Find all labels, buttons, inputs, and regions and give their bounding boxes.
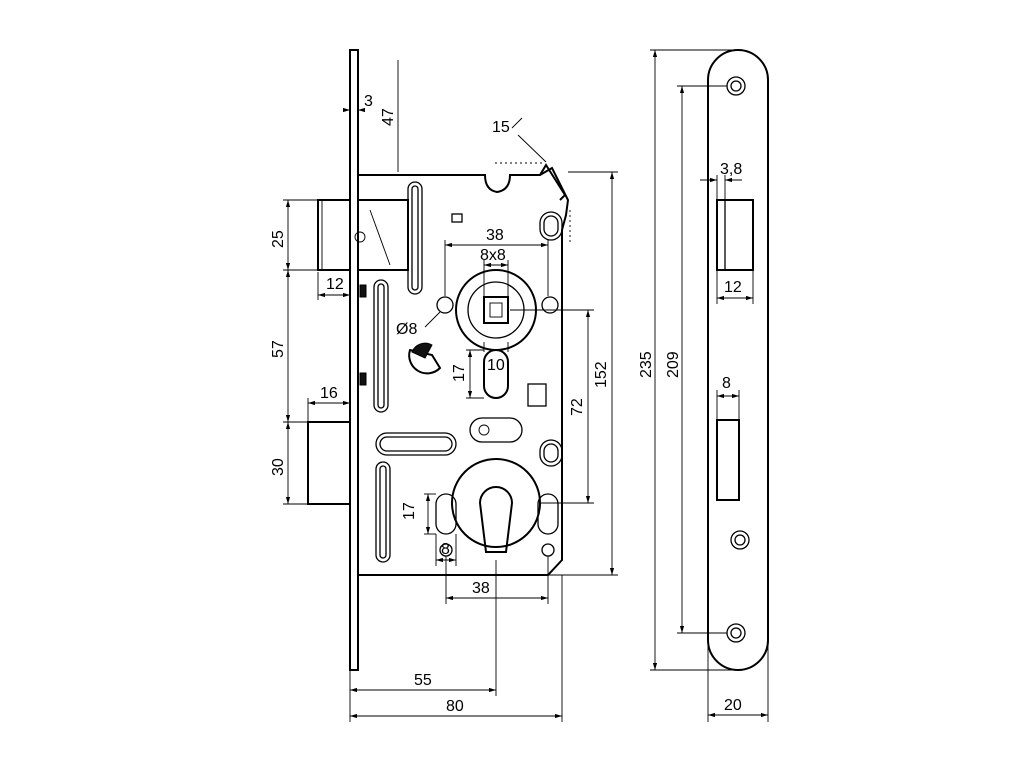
latch-bolt [317, 199, 409, 271]
dim-screw-spacing: 209 [665, 351, 682, 378]
cam [408, 342, 442, 375]
dim-front-to-body: 47 [380, 108, 397, 126]
dimension-lines [283, 60, 618, 722]
dim-case-height: 152 [593, 361, 610, 388]
dim-latch-window-width: 12 [724, 279, 742, 296]
dim-slot-width: 10 [487, 357, 505, 374]
dim-latch-to-bolt: 57 [270, 340, 287, 358]
dim-latch-height: 25 [270, 230, 287, 248]
cylinder-cutout [435, 458, 559, 557]
plate-tabs [359, 284, 367, 386]
dim-backset: 55 [414, 672, 432, 689]
front-plate [349, 49, 359, 671]
dim-bolt-projection: 16 [320, 385, 338, 402]
dead-bolt [307, 421, 351, 505]
case-slots [373, 181, 563, 563]
dim-spindle-spacing: 38 [486, 227, 504, 244]
dim-bevel: 15 [492, 119, 510, 136]
dim-hole-diameter: Ø8 [396, 321, 417, 338]
faceplate [707, 49, 769, 671]
dim-center-distance: 72 [569, 398, 586, 416]
dim-faceplate-width: 20 [724, 697, 742, 714]
dim-case-depth: 80 [446, 698, 464, 715]
dim-faceplate-length: 235 [638, 351, 655, 378]
dim-bolt-window-width: 8 [722, 375, 731, 392]
dim-bolt-height: 30 [270, 458, 287, 476]
dim-slot-height: 17 [451, 364, 468, 382]
dim-spindle-square: 8x8 [480, 247, 506, 264]
dim-strike-offset: 3,8 [720, 161, 742, 178]
dim-plate-thickness: 3 [364, 93, 373, 110]
faceplate-dimension-lines [650, 49, 769, 722]
lock-case [357, 162, 571, 576]
follower-slot [483, 349, 509, 399]
dim-cyl-spacing: 38 [472, 580, 490, 597]
dim-latch-projection: 12 [326, 276, 344, 293]
dim-cyl-slot-width: 8 [441, 541, 450, 558]
dim-cyl-slot-height: 17 [401, 502, 418, 520]
